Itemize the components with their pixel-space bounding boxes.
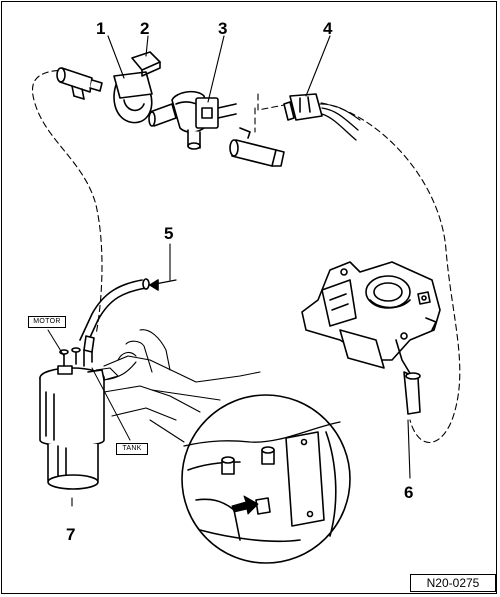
callout-1: 1 xyxy=(96,19,106,38)
hose-clamp xyxy=(113,71,153,124)
vent-hose xyxy=(79,278,150,347)
dashed-hose-routing xyxy=(32,69,461,444)
connector-piece xyxy=(56,67,103,100)
hose-piece xyxy=(229,127,285,167)
callout-2: 2 xyxy=(140,19,150,38)
figure-code: N20-0275 xyxy=(410,574,496,592)
callout-6: 6 xyxy=(404,483,414,502)
vehicle-body-outline xyxy=(95,329,261,421)
check-valve xyxy=(148,90,237,150)
arrow-5 xyxy=(149,279,177,291)
black-arrow-icon xyxy=(231,495,259,515)
detail-magnifier xyxy=(149,389,351,564)
callout-5: 5 xyxy=(164,224,174,243)
leader-lines xyxy=(71,35,411,507)
callout-7: 7 xyxy=(66,525,76,544)
callout-4: 4 xyxy=(323,19,333,38)
tag-leaders xyxy=(47,329,131,441)
callout-3: 3 xyxy=(218,19,228,38)
carbon-canister xyxy=(39,335,105,490)
retaining-clip xyxy=(131,51,161,77)
motor-tag: MOTOR xyxy=(28,316,66,328)
tank-tag: TANK xyxy=(116,443,148,455)
electrical-connector xyxy=(283,93,361,141)
throttle-body xyxy=(301,261,441,415)
